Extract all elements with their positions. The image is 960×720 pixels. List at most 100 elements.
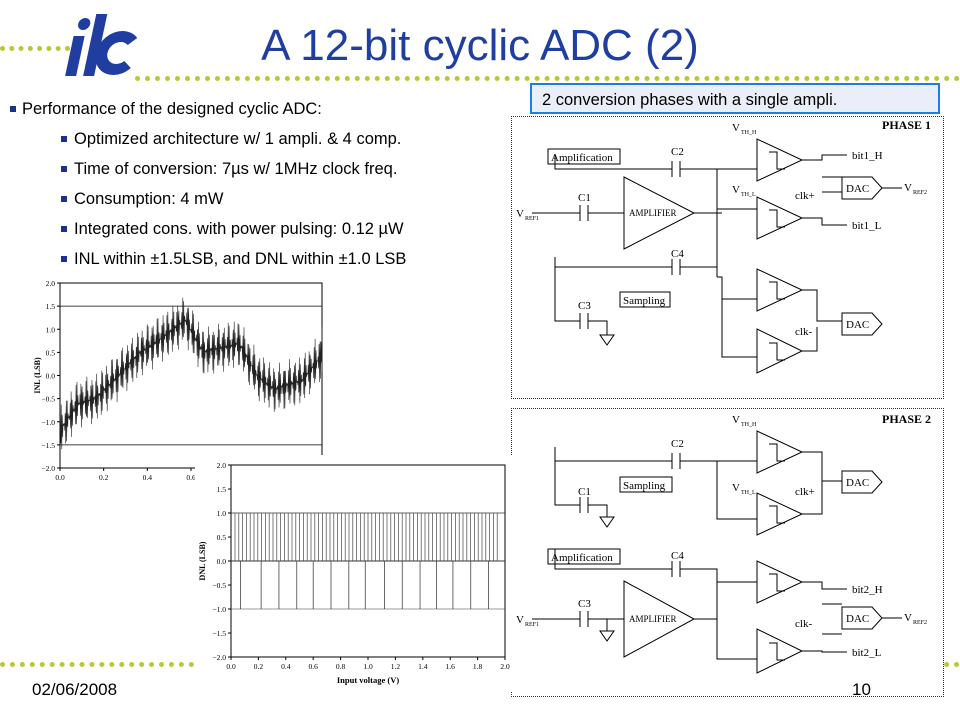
c3-label: C3 <box>578 300 591 312</box>
dac-label: DAC <box>846 613 869 625</box>
vth-h-label: V <box>732 414 740 426</box>
clk-minus-label: clk- <box>795 326 812 338</box>
phase1-title: PHASE 1 <box>882 118 931 132</box>
c2-label: C2 <box>671 438 684 450</box>
x-tick-label: 0.6 <box>309 662 319 671</box>
sub-bullet: Optimized architecture w/ 1 ampli. & 4 c… <box>8 124 513 154</box>
amplifier-label: AMPLIFIER <box>629 614 677 624</box>
x-tick-label: 0.0 <box>55 473 65 482</box>
y-tick-label: −1.5 <box>41 441 55 450</box>
sub-bullet: Integrated cons. with power pulsing: 0.1… <box>8 214 513 244</box>
dac-label: DAC <box>846 183 869 195</box>
sub-bullet: Consumption: 4 mW <box>8 184 513 214</box>
sub-bullet-text: Time of conversion: 7µs w/ 1MHz clock fr… <box>74 160 398 178</box>
dac-label: DAC <box>846 319 869 331</box>
y-tick-label: 1.5 <box>46 302 56 311</box>
x-tick-label: 0.6 <box>186 473 196 482</box>
bullet-square-icon <box>61 196 67 202</box>
amplification-label: Amplification <box>551 152 613 164</box>
x-tick-label: 1.2 <box>391 662 401 671</box>
bit-h-label: bit1_H <box>852 150 883 162</box>
bullet-list: Performance of the designed cyclic ADC: … <box>8 94 513 274</box>
vth-l-label: V <box>732 184 740 196</box>
page-number: 10 <box>852 680 871 699</box>
page-title: A 12-bit cyclic ADC (2) <box>261 21 699 70</box>
clk-plus-label: clk+ <box>795 190 815 202</box>
sub-bullet-text: Optimized architecture w/ 1 ampli. & 4 c… <box>74 130 402 148</box>
inl-series-line <box>59 297 323 450</box>
x-tick-label: 0.2 <box>99 473 109 482</box>
y-tick-label: 1.5 <box>217 485 227 494</box>
sampling-label: Sampling <box>623 480 666 492</box>
footer-date: 02/06/2008 <box>32 680 118 699</box>
vref1-label: V <box>516 614 524 626</box>
x-tick-label: 0.0 <box>226 662 236 671</box>
top-dotted-line-right <box>135 76 960 81</box>
c2-label: C2 <box>671 146 684 158</box>
phase1-circuit: PHASE 1 Amplification Sampling C2 C1 C4 … <box>516 118 931 374</box>
y-tick-label: 0.5 <box>217 533 227 542</box>
x-tick-label: 0.4 <box>281 662 291 671</box>
sampling-label: Sampling <box>623 295 666 307</box>
y-tick-label: 1.0 <box>46 325 56 334</box>
vth-l-label: V <box>732 482 740 494</box>
vref2-label: V <box>904 182 912 194</box>
plot-frame <box>59 282 323 469</box>
y-tick-label: −2.0 <box>212 653 226 662</box>
c4-label: C4 <box>671 248 684 260</box>
x-tick-label: 1.6 <box>446 662 456 671</box>
c4-label: C4 <box>671 550 684 562</box>
amplification-label: Amplification <box>551 552 613 564</box>
vth-h-sub: TH_H <box>741 422 757 428</box>
vref1-label: V <box>516 208 524 220</box>
y-tick-label: −1.0 <box>212 605 226 614</box>
y-tick-label: −1.0 <box>41 418 55 427</box>
vth-h-sub: TH_H <box>741 130 757 136</box>
vref2-label: V <box>904 612 912 624</box>
y-tick-label: −0.5 <box>41 395 55 404</box>
bullet-square-icon <box>61 136 67 142</box>
bullet-square-icon <box>61 256 67 262</box>
sub-bullet: Time of conversion: 7µs w/ 1MHz clock fr… <box>8 154 513 184</box>
vth-l-sub: TH_L <box>741 192 756 198</box>
phase2-circuit: PHASE 2 Sampling Amplification C2 C1 C4 … <box>516 412 931 674</box>
x-tick-label: 0.2 <box>254 662 264 671</box>
y-axis-label: INL (LSB) <box>33 357 42 394</box>
bit-l-label: bit1_L <box>852 220 882 232</box>
dac-label: DAC <box>846 477 869 489</box>
y-axis-label: DNL (LSB) <box>198 541 207 580</box>
x-tick-label: 1.4 <box>418 662 428 671</box>
y-tick-label: −1.5 <box>212 629 226 638</box>
y-tick-label: −0.5 <box>212 581 226 590</box>
c3-label: C3 <box>578 598 591 610</box>
vth-h-label: V <box>732 122 740 134</box>
y-tick-label: 2.0 <box>46 279 56 288</box>
sub-bullet-text: Integrated cons. with power pulsing: 0.1… <box>74 220 404 238</box>
bit-l-label: bit2_L <box>852 647 882 659</box>
clk-plus-label: clk+ <box>795 486 815 498</box>
y-tick-label: 0.5 <box>46 348 56 357</box>
ilc-logo <box>65 14 138 76</box>
callout-box: 2 conversion phases with a single ampli. <box>530 83 940 114</box>
phase2-title: PHASE 2 <box>882 412 931 426</box>
bullet-square-icon <box>61 226 67 232</box>
y-tick-label: 1.0 <box>217 509 227 518</box>
x-tick-label: 0.4 <box>143 473 153 482</box>
main-bullet-text: Performance of the designed cyclic ADC: <box>22 100 322 118</box>
vref1-sub: REF1 <box>525 622 539 628</box>
main-bullet: Performance of the designed cyclic ADC: <box>8 94 513 124</box>
x-tick-label: 2.0 <box>500 662 510 671</box>
x-tick-label: 1.8 <box>473 662 483 671</box>
x-tick-label: 1.0 <box>363 662 373 671</box>
vth-l-sub: TH_L <box>741 490 756 496</box>
vref2-sub: REF2 <box>913 190 927 196</box>
bullet-square-icon <box>61 166 67 172</box>
sub-bullet: INL within ±1.5LSB, and DNL within ±1.0 … <box>8 244 513 274</box>
sub-bullet-text: INL within ±1.5LSB, and DNL within ±1.0 … <box>74 250 407 268</box>
x-axis-label: Input voltage (V) <box>337 675 400 685</box>
amplifier-label: AMPLIFIER <box>629 208 677 218</box>
vref2-sub: REF2 <box>913 620 927 626</box>
y-tick-label: 0.0 <box>217 557 227 566</box>
